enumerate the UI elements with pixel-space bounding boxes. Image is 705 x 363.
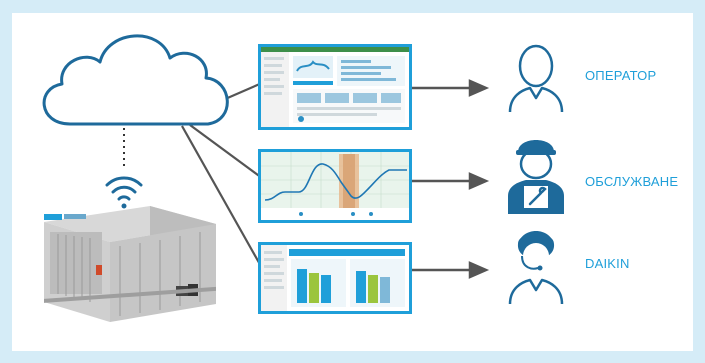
daikin-dashboard-screenshot [258, 242, 412, 314]
operator-dashboard-screenshot [258, 44, 412, 130]
support-agent-headset-icon [508, 231, 564, 305]
arrowhead-operator [468, 79, 490, 97]
service-trend-screenshot [258, 149, 412, 223]
arrows [412, 79, 490, 279]
connector-cloud-to-daikin-screen [181, 125, 263, 269]
role-label-daikin: DAIKIN [585, 256, 630, 271]
chiller-unit-image [44, 206, 216, 322]
role-label-operator: ОПЕРАТОР [585, 68, 657, 83]
wifi-signal-icon [105, 176, 143, 209]
service-technician-icon [508, 140, 564, 214]
connector-cloud-to-service-screen [189, 124, 263, 179]
arrowhead-daikin [468, 261, 490, 279]
cloud-icon [42, 34, 229, 126]
operator-person-icon [508, 44, 564, 113]
arrowhead-service [468, 172, 490, 190]
role-label-service: ОБСЛУЖВАНЕ [585, 174, 679, 189]
